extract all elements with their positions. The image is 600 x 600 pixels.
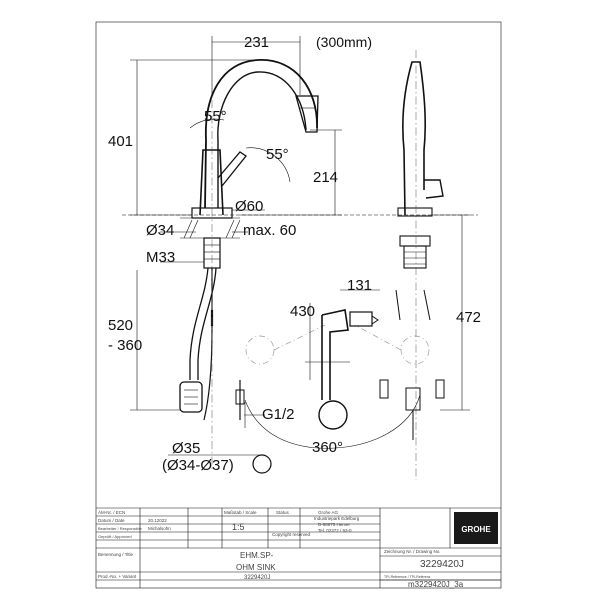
drawn-value: Michalsohn xyxy=(148,526,171,531)
dim-deck-max: max. 60 xyxy=(243,222,296,239)
grohe-logo: GROHE xyxy=(454,512,498,544)
front-dimensions xyxy=(130,36,342,456)
date-value: 20.12022 xyxy=(148,518,167,523)
dim-spout-height: 214 xyxy=(313,169,338,186)
dim-hose-len-bot: - 360 xyxy=(108,337,142,354)
dim-angle-lever: 55° xyxy=(266,146,289,163)
dim-hose-len-top: 520 xyxy=(108,317,133,334)
dim-pullout: 430 xyxy=(290,303,315,320)
title-label: Benennung / Title xyxy=(98,552,134,557)
tpl-label: TPI-Reference / TPI-Referenz xyxy=(384,575,431,579)
dimension-labels: 231 (300mm) 401 55° 55° 214 Ø60 Ø34 max.… xyxy=(108,34,481,474)
date-label: Datum / Date xyxy=(98,518,125,523)
faucet-front-view xyxy=(179,59,319,474)
title-block xyxy=(96,507,501,588)
copyright: Copyright reserved xyxy=(272,532,311,537)
prod-label: Prod.-No. + Variant xyxy=(98,574,137,579)
dim-connection: G1/2 xyxy=(262,406,295,423)
drawing-frame xyxy=(95,21,502,589)
drawing-no-value: 3229420J xyxy=(420,559,464,570)
title-block-text: ÄM-Nr. / ECN Datum / Date 20.12022 Bearb… xyxy=(98,509,464,589)
drawn-label: Bearbeiter / Responsible xyxy=(98,526,143,531)
dim-spray-dia-range: (Ø34-Ø37) xyxy=(162,457,234,474)
dim-base-dia: Ø60 xyxy=(235,198,263,215)
dim-reach: 231 xyxy=(244,34,269,51)
title-line-1: EHM.SP- xyxy=(240,551,274,560)
dim-side-height: 472 xyxy=(456,309,481,326)
company-line-4: Tel. 02372 / 93-0 xyxy=(318,528,352,533)
company-line-1: Grohe AG xyxy=(318,510,339,515)
dim-reach-alt: (300mm) xyxy=(316,34,372,50)
scale-value: 1:5 xyxy=(232,522,245,532)
dim-angle-top: 55° xyxy=(204,108,227,125)
dim-side-depth: 131 xyxy=(347,277,372,294)
faucet-side-view xyxy=(379,50,470,480)
status-label: Status xyxy=(276,510,290,515)
dim-hole-dia: Ø34 xyxy=(146,222,174,239)
tpl-value: m3229420J_3a xyxy=(408,580,464,589)
dim-height-total: 401 xyxy=(108,133,133,150)
rotation-view xyxy=(244,289,430,449)
dim-thread: M33 xyxy=(146,249,175,266)
drawing-no-label: Zeichnung Nr. / Drawing No. xyxy=(384,549,441,554)
ecn-label: ÄM-Nr. / ECN xyxy=(98,509,125,515)
title-line-2: OHM SINK xyxy=(236,563,276,572)
prod-value: 3229420J xyxy=(244,575,270,581)
logo-text: GROHE xyxy=(461,525,491,534)
checked-label: Geprüft / Approved xyxy=(98,534,132,539)
dim-rotation: 360° xyxy=(312,439,343,456)
company-line-3: D-58675 Hemer xyxy=(318,522,351,527)
dim-spray-dia: Ø35 xyxy=(172,440,200,457)
scale-label: Maßstab / Scale xyxy=(224,510,257,515)
spray-disc-icon xyxy=(252,454,272,474)
company-line-2: Industriepark Edelburg xyxy=(314,516,360,521)
